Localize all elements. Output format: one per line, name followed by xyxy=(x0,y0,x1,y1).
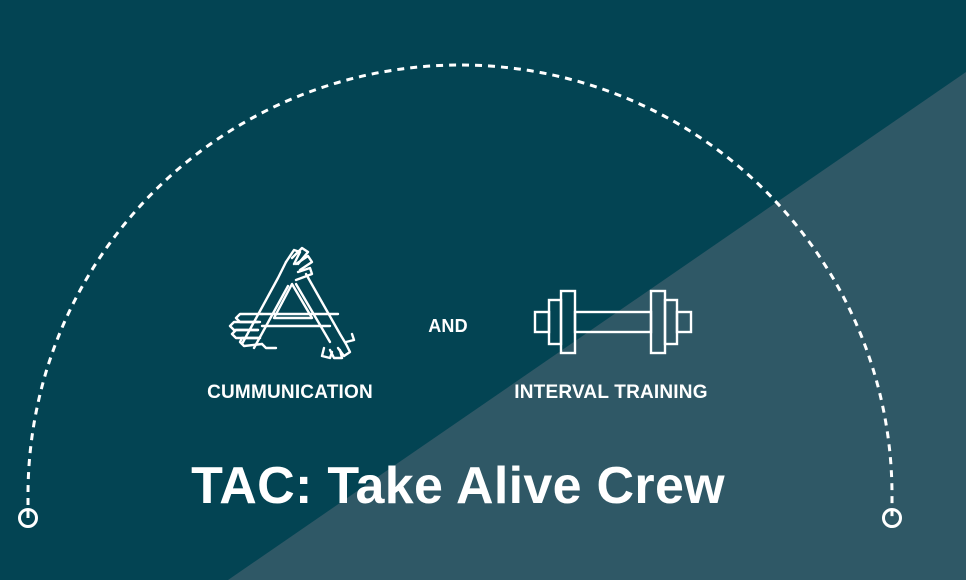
dashed-arc xyxy=(26,63,894,518)
dumbbell-icon xyxy=(533,289,693,355)
background-diagonal-panel xyxy=(228,72,966,580)
hands-teamwork-icon xyxy=(228,246,356,360)
arc-left-endpoint xyxy=(18,508,38,528)
slide-title: TAC: Take Alive Crew xyxy=(191,457,725,515)
communication-label: CUMMUNICATION xyxy=(207,382,373,403)
interval-training-label: INTERVAL TRAINING xyxy=(514,382,708,403)
connector-label: AND xyxy=(428,316,468,336)
arc-right-endpoint xyxy=(882,508,902,528)
